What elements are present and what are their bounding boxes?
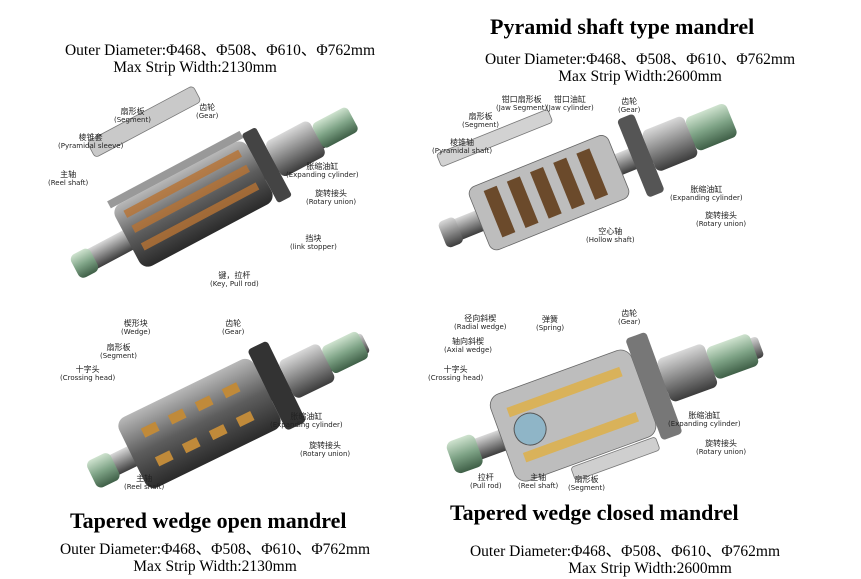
outer-diameter-text: Outer Diameter:Φ468、Φ508、Φ610、Φ762mm <box>484 51 796 68</box>
label-expanding-cylinder: 胀缩油缸(Expanding cylinder) <box>670 185 743 203</box>
strip-width-text: Max Strip Width:2130mm <box>113 59 277 76</box>
label-pyramidal-shaft: 棱锥轴(Pyramidal shaft) <box>432 138 493 156</box>
label-gear: 齿轮(Gear) <box>618 97 641 115</box>
label-segment: 扇形板(Segment) <box>568 475 605 493</box>
label-axial-wedge: 轴向斜楔(Axial wedge) <box>444 337 493 355</box>
label-rotary-union: 旋转接头(Rotary union) <box>696 211 747 229</box>
label-jaw-cylinder: 钳口油缸(Jaw cylinder) <box>546 95 594 113</box>
mandrel-illustration-tapered-wedge-closed <box>446 332 764 482</box>
label-wedge: 楔形块(Wedge) <box>121 319 151 337</box>
label-pull-rod: 拉杆(Pull rod) <box>470 473 502 491</box>
outer-diameter-text: Outer Diameter:Φ468、Φ508、Φ610、Φ762mm <box>469 543 781 560</box>
label-rotary-union: 旋转接头(Rotary union) <box>306 189 357 207</box>
label-gear: 齿轮(Gear) <box>618 309 641 327</box>
outer-diameter-text: Outer Diameter:Φ468、Φ508、Φ610、Φ762mm <box>64 42 376 59</box>
mandrel-illustration-reel-shaft <box>70 86 358 278</box>
mandrel-illustration-pyramid-shaft <box>436 103 737 251</box>
label-rotary-union: 旋转接头(Rotary union) <box>300 441 351 459</box>
label-segment: 扇形板(Segment) <box>114 107 151 125</box>
label-link-stopper: 挡块(link stopper) <box>290 234 337 252</box>
label-crossing-head: 十字头(Crossing head) <box>60 365 116 383</box>
label-jaw-segment: 钳口扇形板(Jaw Segment) <box>496 95 548 113</box>
label-segment: 扇形板(Segment) <box>462 112 499 130</box>
label-radial-wedge: 径向斜楔(Radial wedge) <box>454 314 507 332</box>
label-gear: 齿轮(Gear) <box>222 319 245 337</box>
label-reel-shaft: 主轴(Reel shaft) <box>48 170 89 188</box>
label-key-pull-rod: 键，拉杆(Key, Pull rod) <box>210 271 259 289</box>
label-crossing-head: 十字头(Crossing head) <box>428 365 484 383</box>
mandrel-illustration-tapered-wedge-open <box>87 331 370 488</box>
strip-width-text: Max Strip Width:2130mm <box>133 558 297 575</box>
label-expanding-cylinder: 胀缩油缸(Expanding cylinder) <box>668 411 741 429</box>
label-gear: 齿轮(Gear) <box>196 103 219 121</box>
strip-width-text: Max Strip Width:2600mm <box>568 560 732 577</box>
label-expanding-cylinder: 胀缩油缸(Expanding cylinder) <box>270 412 343 430</box>
label-hollow-shaft: 空心轴(Hollow shaft) <box>586 227 635 245</box>
label-pyramidal-sleeve: 棱锥套(Pyramidal sleeve) <box>58 133 124 151</box>
label-reel-shaft: 主轴(Reel shaft) <box>124 474 165 492</box>
label-spring: 弹簧(Spring) <box>536 315 565 333</box>
strip-width-text: Max Strip Width:2600mm <box>558 68 722 85</box>
panel-title-pyramid-shaft: Pyramid shaft type mandrel <box>490 14 755 39</box>
label-reel-shaft: 主轴(Reel shaft) <box>518 473 559 491</box>
panel-title-tapered-wedge-open: Tapered wedge open mandrel <box>70 508 347 533</box>
label-segment: 扇形板(Segment) <box>100 343 137 361</box>
label-expanding-cylinder: 胀缩油缸(Expanding cylinder) <box>286 162 359 180</box>
outer-diameter-text: Outer Diameter:Φ468、Φ508、Φ610、Φ762mm <box>59 541 371 558</box>
label-rotary-union: 旋转接头(Rotary union) <box>696 439 747 457</box>
panel-title-tapered-wedge-closed: Tapered wedge closed mandrel <box>450 500 739 525</box>
